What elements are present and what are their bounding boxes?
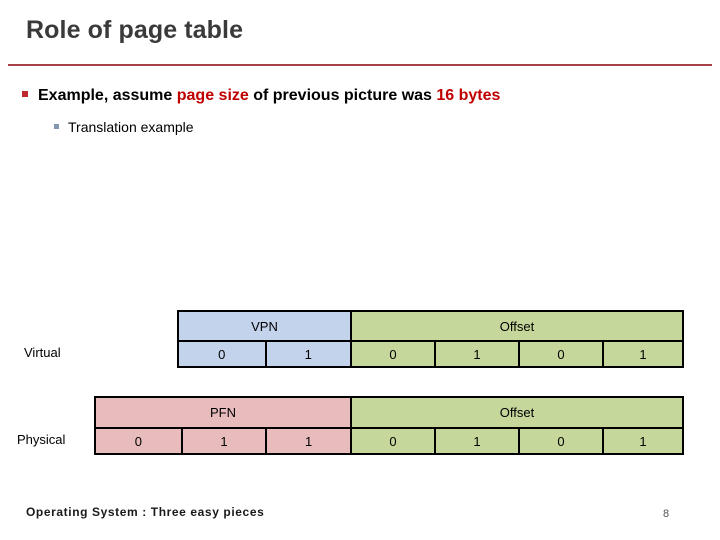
virtual-row-label: Virtual (24, 345, 61, 360)
physical-bit-0: 0 (96, 429, 181, 453)
virtual-bit-3: 1 (434, 342, 518, 366)
virtual-header-row: VPN Offset (179, 312, 682, 340)
bullet-level1-text: Example, assume page size of previous pi… (38, 88, 500, 104)
physical-bit-4: 1 (433, 429, 518, 453)
physical-header-pfn: PFN (96, 398, 350, 427)
physical-header-offset: Offset (350, 398, 682, 427)
physical-bit-2: 1 (265, 429, 350, 453)
physical-bit-6: 1 (601, 429, 682, 453)
bullet-segment-4-highlight: 16 bytes (436, 87, 501, 104)
bullet-level2-text: Translation example (68, 119, 194, 135)
bullet-level1: Example, assume page size of previous pi… (22, 88, 500, 104)
physical-bit-3: 0 (349, 429, 434, 453)
virtual-bit-4: 0 (518, 342, 602, 366)
physical-bit-1: 1 (180, 429, 266, 453)
physical-address-table: PFN Offset 0 1 1 0 1 0 1 (94, 396, 684, 455)
bullet-segment-2-highlight: page size (176, 87, 249, 104)
title-divider (8, 64, 712, 66)
square-bullet-icon (54, 124, 59, 129)
virtual-bit-0: 0 (179, 342, 265, 366)
physical-bit-5: 0 (517, 429, 602, 453)
virtual-bit-1: 1 (264, 342, 350, 366)
bullet-level2: Translation example (54, 120, 194, 134)
page-title: Role of page table (26, 16, 244, 44)
square-bullet-icon (22, 91, 28, 97)
bullet-segment-1: Example, assume (38, 87, 177, 104)
physical-header-row: PFN Offset (96, 398, 682, 427)
virtual-address-table: VPN Offset 0 1 0 1 0 1 (177, 310, 684, 368)
page-number: 8 (663, 508, 670, 520)
physical-bit-row: 0 1 1 0 1 0 1 (96, 427, 682, 453)
footer-text: Operating System : Three easy pieces (26, 505, 265, 519)
virtual-bit-row: 0 1 0 1 0 1 (179, 340, 682, 366)
virtual-bit-2: 0 (350, 342, 434, 366)
virtual-bit-5: 1 (602, 342, 682, 366)
virtual-header-offset: Offset (350, 312, 682, 340)
physical-row-label: Physical (17, 432, 66, 447)
virtual-header-vpn: VPN (179, 312, 350, 340)
bullet-segment-3: of previous picture was (248, 87, 437, 104)
